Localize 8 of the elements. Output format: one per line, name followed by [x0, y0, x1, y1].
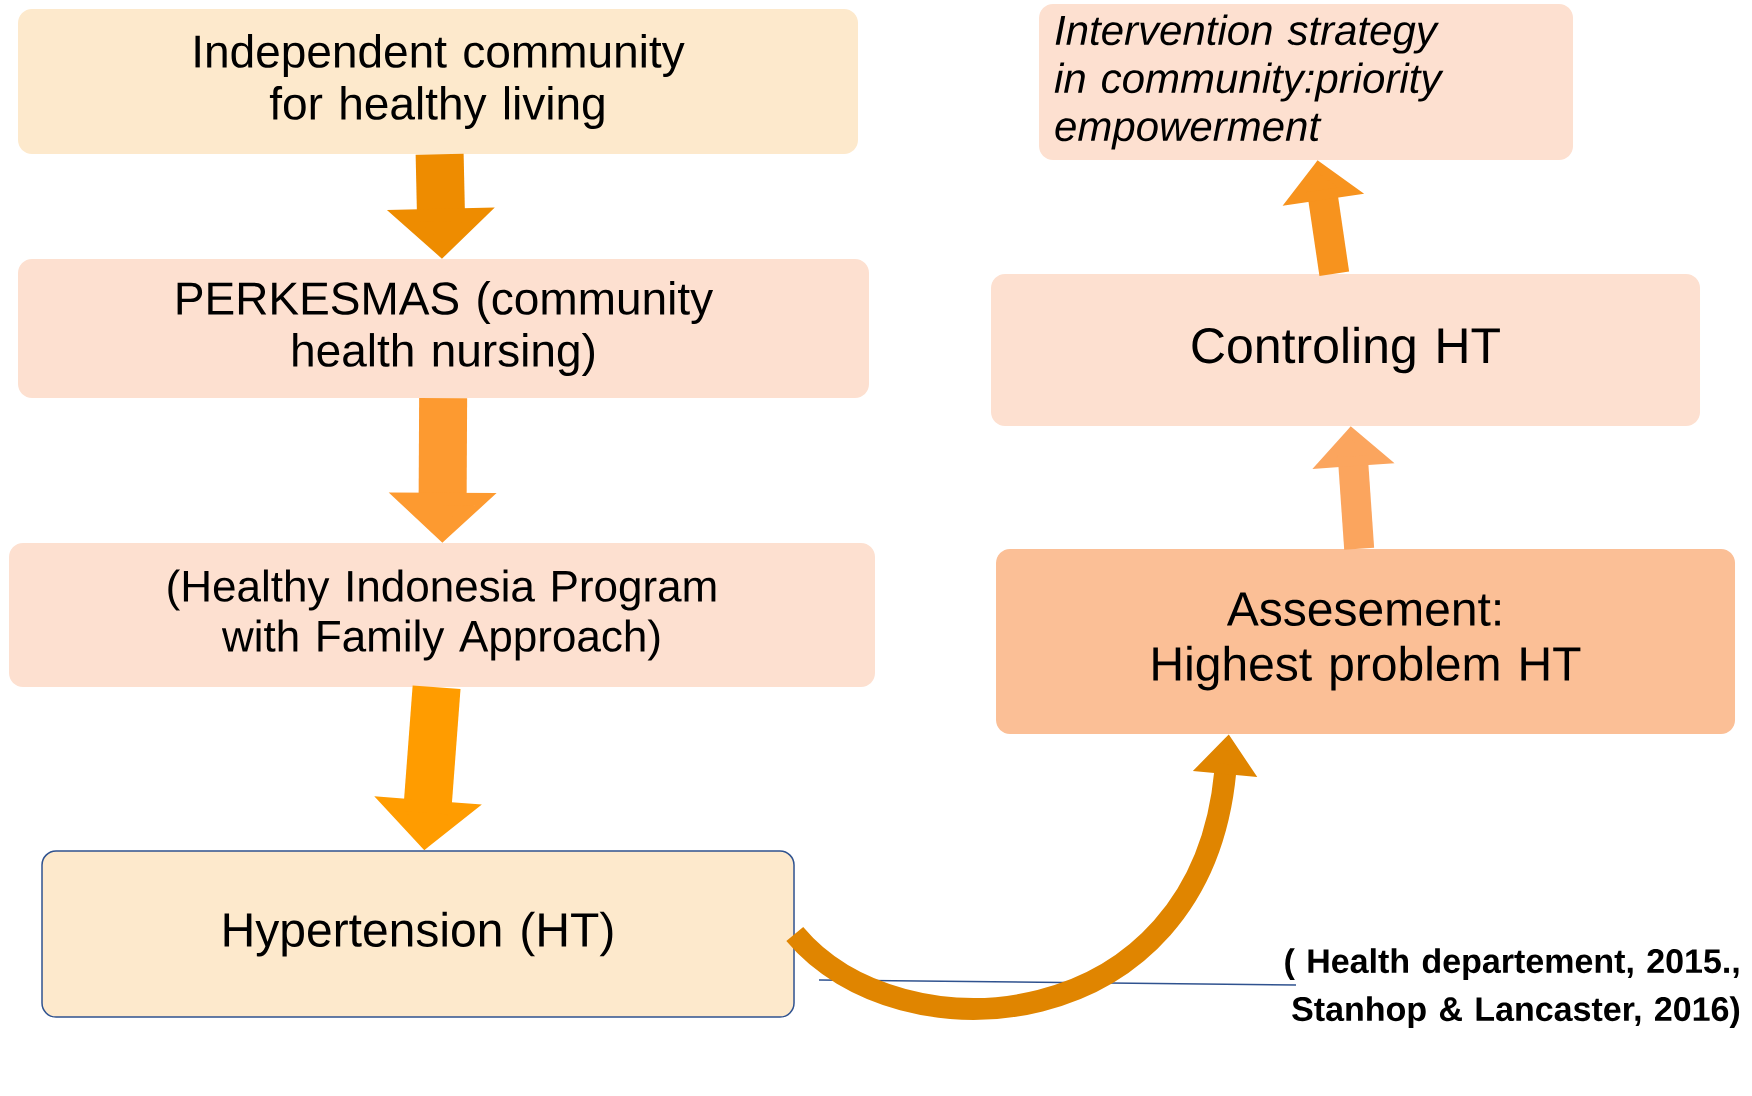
process-box: Assesement: Highest problem HT	[996, 549, 1735, 734]
citation-text: ( Health departement, 2015., Stanhop & Lancaster, 2016)	[1285, 948, 1740, 1028]
process-box: Controling HT	[991, 274, 1700, 426]
process-box: Intervention strategy in community:priority empowerment	[1039, 4, 1573, 160]
process-box: Independent community for healthy living	[18, 9, 858, 154]
process-box: (Healthy Indonesia Program with Family Approach)	[9, 543, 875, 687]
process-box: Hypertension (HT)	[41, 850, 795, 1018]
process-box: PERKESMAS (community health nursing)	[18, 259, 869, 398]
